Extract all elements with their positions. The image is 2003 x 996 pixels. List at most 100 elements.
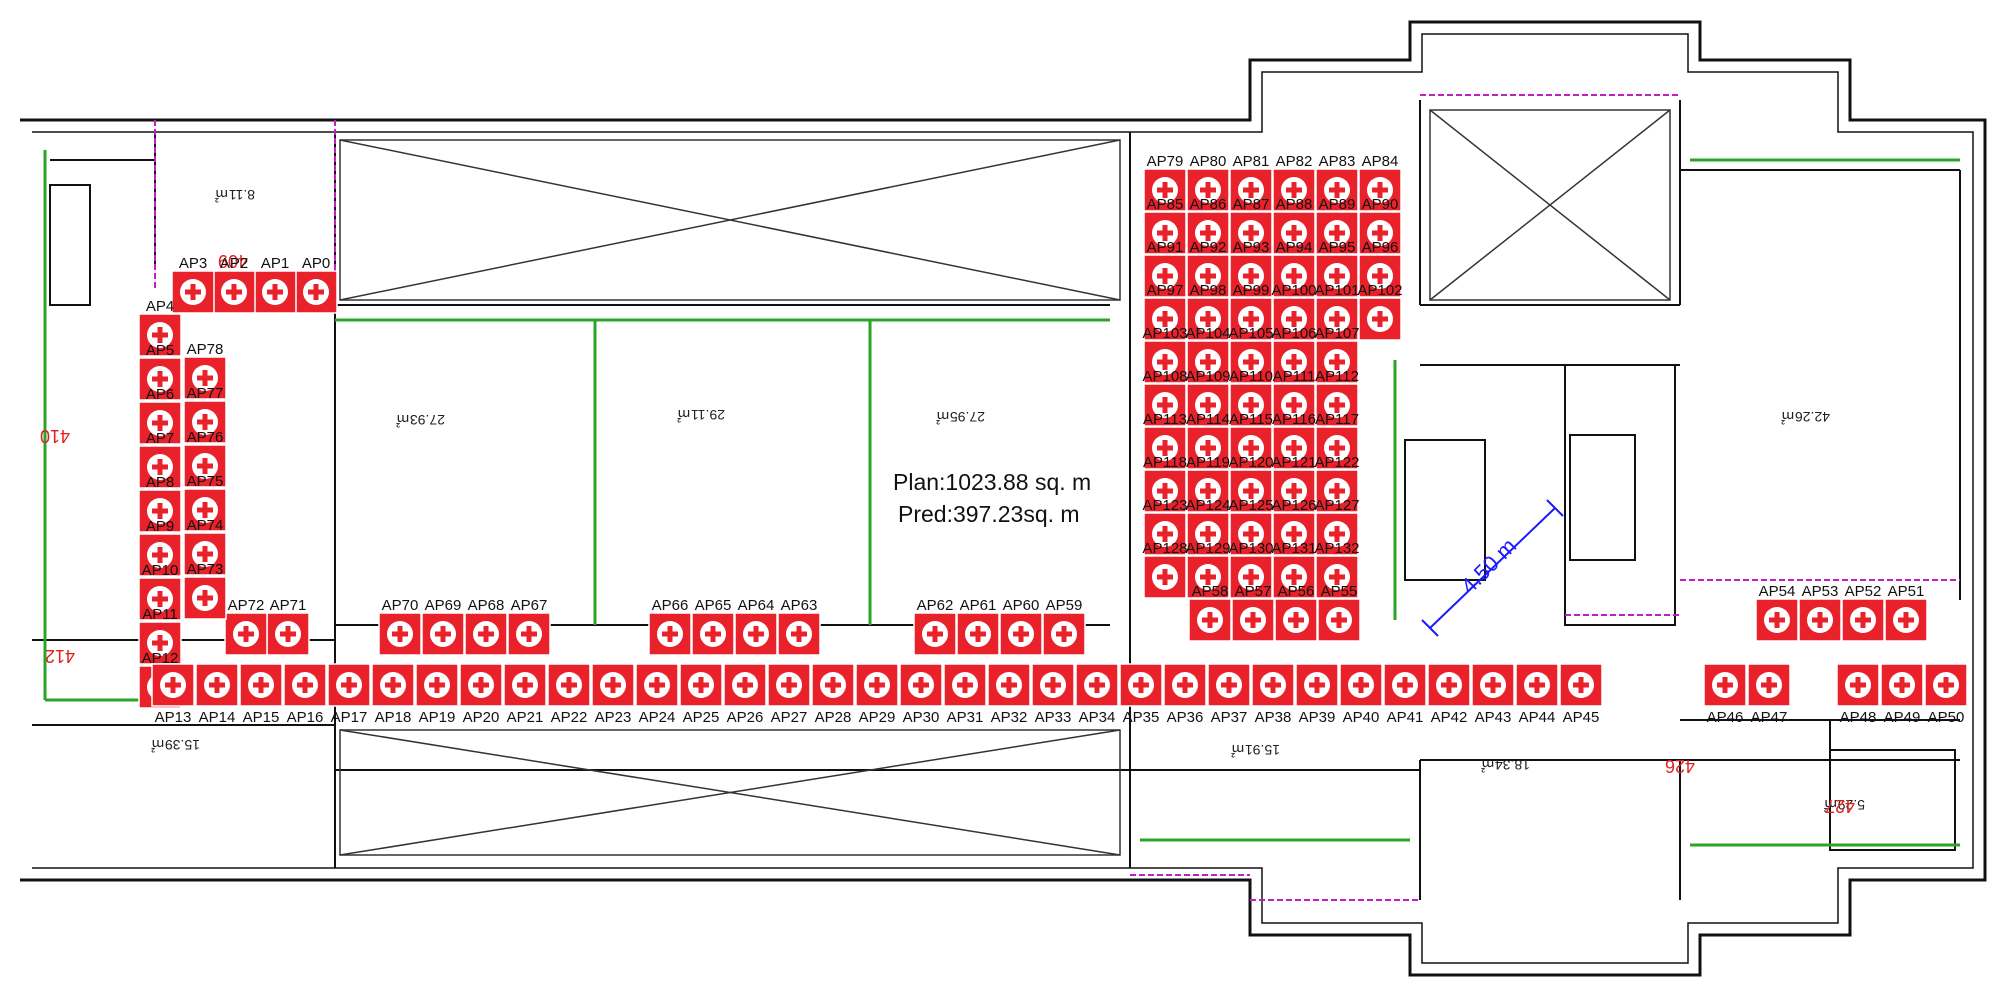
atrium-voids — [339, 109, 1671, 856]
ap-marker — [138, 577, 182, 621]
dimension-label: 4.50 m — [1456, 533, 1521, 598]
ap-marker — [183, 532, 227, 576]
ap-marker — [1186, 469, 1230, 513]
ap-marker — [253, 270, 297, 314]
ap-marker — [138, 313, 182, 357]
ap-label: AP60 — [1003, 597, 1040, 614]
ap-label: AP89 — [1319, 196, 1356, 213]
ap-marker — [1315, 297, 1359, 341]
ap-marker — [1315, 383, 1359, 427]
ap-marker — [1075, 663, 1119, 707]
ap-label: AP83 — [1319, 153, 1356, 170]
ap-marker — [1229, 426, 1273, 470]
ap-marker — [1317, 598, 1361, 642]
ap-label: AP67 — [511, 597, 548, 614]
ap-marker — [1272, 297, 1316, 341]
ap-marker — [999, 612, 1043, 656]
ap-label: AP28 — [815, 709, 852, 726]
ap-marker — [294, 270, 338, 314]
ap-label: AP91 — [1147, 239, 1184, 256]
ap-label: AP4 — [146, 298, 174, 315]
ap-marker — [138, 533, 182, 577]
ap-label: AP13 — [155, 709, 192, 726]
ap-label: AP105 — [1228, 325, 1273, 342]
ap-label: AP113 — [1143, 411, 1187, 428]
ap-marker — [1042, 612, 1086, 656]
ap-label: AP52 — [1845, 583, 1882, 600]
room-tag: 410 — [40, 426, 70, 446]
ap-marker — [1383, 663, 1427, 707]
ap-marker — [1559, 663, 1603, 707]
ap-label: AP124 — [1185, 497, 1230, 514]
ap-label: AP69 — [425, 597, 462, 614]
ap-label: AP5 — [146, 342, 174, 359]
ap-marker — [1358, 254, 1402, 298]
ap-marker — [1272, 254, 1316, 298]
ap-label: AP68 — [468, 597, 505, 614]
ap-label: AP125 — [1228, 497, 1273, 514]
ap-label: AP132 — [1314, 540, 1359, 557]
ap-marker — [195, 663, 239, 707]
ap-label: AP20 — [463, 709, 500, 726]
ap-label: AP122 — [1314, 454, 1359, 471]
ap-label: AP115 — [1229, 411, 1273, 428]
ap-label: AP58 — [1192, 583, 1229, 600]
ap-label: AP129 — [1185, 540, 1230, 557]
ap-marker — [138, 401, 182, 445]
ap-marker — [956, 612, 1000, 656]
ap-label: AP81 — [1233, 153, 1270, 170]
ap-marker — [547, 663, 591, 707]
ap-label: AP34 — [1079, 709, 1116, 726]
ap-label: AP123 — [1142, 497, 1187, 514]
ap-marker — [183, 444, 227, 488]
ap-marker — [913, 612, 957, 656]
ap-label: AP49 — [1884, 709, 1921, 726]
ap-marker — [1143, 555, 1187, 599]
ap-marker — [1272, 426, 1316, 470]
ap-label: AP75 — [187, 473, 224, 490]
ap-label: AP7 — [146, 430, 174, 447]
ap-label: AP70 — [382, 597, 419, 614]
ap-label: AP26 — [727, 709, 764, 726]
ap-labels: AP0AP1AP2AP3AP4AP5AP6AP7AP8AP9AP10AP11AP… — [142, 153, 1965, 726]
ap-label: AP112 — [1315, 368, 1359, 385]
room-tag: 427 — [1825, 796, 1855, 816]
ap-marker — [1315, 340, 1359, 384]
ap-label: AP88 — [1276, 196, 1313, 213]
room-area-labels: 27.93㎡ 29.11㎡ 27.95㎡ 42.26㎡ 15.39㎡ 15.91… — [151, 187, 1865, 813]
ap-marker — [138, 489, 182, 533]
ap-label: AP12 — [142, 650, 179, 667]
ap-label: AP121 — [1271, 454, 1316, 471]
ap-marker — [1315, 555, 1359, 599]
ap-marker — [1315, 512, 1359, 556]
ap-marker — [899, 663, 943, 707]
ap-marker — [1358, 211, 1402, 255]
building-walls — [20, 20, 1987, 977]
ap-label: AP93 — [1233, 239, 1270, 256]
magenta-lines — [154, 94, 1960, 901]
ap-marker — [691, 612, 735, 656]
ap-label: AP3 — [179, 255, 207, 272]
ap-label: AP56 — [1278, 583, 1315, 600]
ap-marker — [1143, 254, 1187, 298]
ap-marker — [777, 612, 821, 656]
ap-label: AP71 — [270, 597, 307, 614]
ap-label: AP117 — [1315, 411, 1359, 428]
ap-label: AP11 — [142, 606, 178, 623]
ap-marker — [183, 400, 227, 444]
ap-marker — [1358, 297, 1402, 341]
ap-marker — [1841, 598, 1885, 642]
ap-label: AP119 — [1186, 454, 1230, 471]
ap-marker — [1880, 663, 1924, 707]
ap-marker — [1186, 426, 1230, 470]
ap-label: AP92 — [1190, 239, 1227, 256]
ap-marker — [1315, 168, 1359, 212]
ap-marker — [421, 612, 465, 656]
ap-marker — [943, 663, 987, 707]
ap-marker — [1798, 598, 1842, 642]
ap-label: AP17 — [331, 709, 368, 726]
room-area: 8.11㎡ — [215, 187, 255, 203]
ap-label: AP73 — [187, 561, 224, 578]
room-area: 29.11㎡ — [677, 407, 725, 423]
